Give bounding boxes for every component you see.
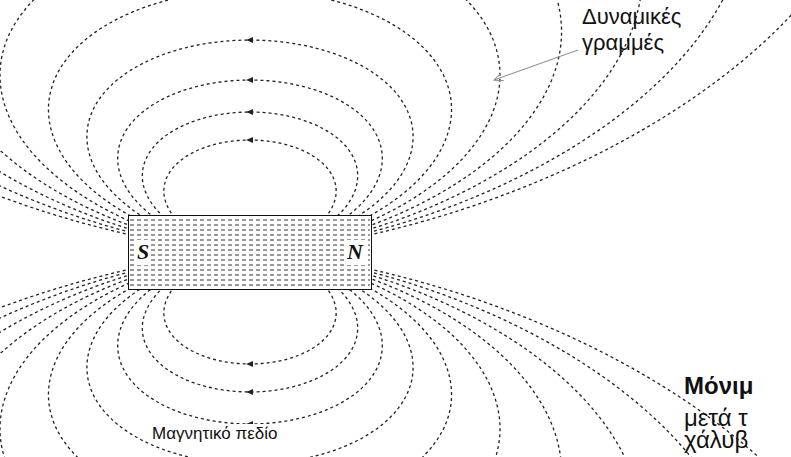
field-arrow	[246, 77, 253, 83]
magnet-interior-line	[130, 280, 370, 281]
magnet-interior-line	[130, 240, 370, 241]
magnet-interior-line	[130, 270, 370, 271]
magnet-interior-line	[130, 260, 370, 261]
field-arrow	[246, 361, 253, 367]
magnet-interior-lines	[130, 220, 370, 285]
callout-label: Δυναμικές γραμμές	[580, 4, 754, 57]
magnet-interior-line	[130, 250, 370, 251]
magnet-interior-line	[130, 285, 370, 286]
magnet-interior-line	[130, 245, 370, 246]
magnet-interior-line	[130, 235, 370, 236]
body-fragment: χάλυβ	[682, 426, 750, 455]
magnet-interior-line	[130, 220, 370, 221]
leader-line	[494, 50, 578, 80]
field-arrow	[246, 109, 253, 115]
magnet-interior-line	[130, 275, 370, 276]
field-arrow	[246, 389, 253, 395]
field-line	[0, 252, 750, 457]
magnet-interior-line	[130, 225, 370, 226]
heading-fragment: Μόνιμ	[682, 372, 755, 401]
field-line	[0, 252, 791, 457]
field-line	[0, 0, 791, 252]
bar-magnet: SN	[128, 215, 372, 290]
pole-letter: S	[135, 240, 151, 264]
magnet-interior-line	[130, 255, 370, 256]
magnet-interior-line	[130, 230, 370, 231]
pole-letter: N	[345, 240, 365, 264]
magnet-body	[128, 215, 372, 290]
field-arrow	[246, 137, 253, 143]
magnet-interior-line	[130, 265, 370, 266]
caption-label: Μαγνητικό πεδίο	[150, 424, 279, 444]
field-arrow	[246, 37, 253, 43]
